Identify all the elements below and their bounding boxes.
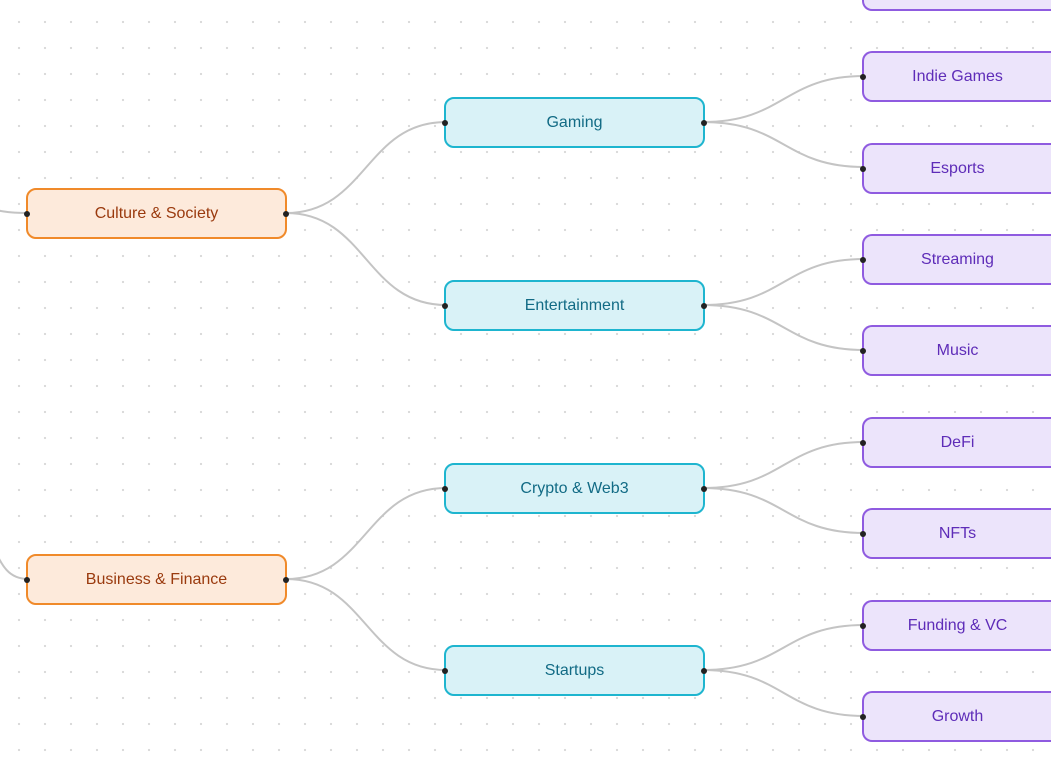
edge-root-culture: [0, 209, 29, 214]
node-handle-right[interactable]: [283, 210, 289, 217]
node-handle-right[interactable]: [701, 302, 707, 309]
mindmap-node-indie-games[interactable]: Indie Games: [860, 51, 1051, 102]
node-handle-left[interactable]: [860, 73, 866, 80]
edge-crypto-nfts: [702, 487, 865, 534]
node-handle-right[interactable]: [701, 667, 707, 674]
node-label: Esports: [930, 159, 985, 177]
mindmap-node-music[interactable]: Music: [860, 325, 1051, 376]
node-handle-left[interactable]: [860, 713, 866, 720]
node-handle-left[interactable]: [860, 347, 866, 354]
mindmap-node-nfts[interactable]: NFTs: [860, 508, 1051, 559]
mindmap-node-gaming[interactable]: Gaming: [442, 97, 707, 148]
node-label: Crypto & Web3: [520, 479, 629, 497]
node-handle-left[interactable]: [442, 302, 448, 309]
edge-startups-growth: [702, 669, 865, 717]
node-handle-left[interactable]: [442, 485, 448, 492]
mindmap-node-defi[interactable]: DeFi: [860, 417, 1051, 468]
edge-root-business: [0, 558, 29, 580]
node-handle-left[interactable]: [860, 165, 866, 172]
edge-gaming-indie-games: [702, 75, 865, 123]
node-handle-right[interactable]: [283, 576, 289, 583]
node-handle-left[interactable]: [24, 576, 30, 583]
node-handle-left[interactable]: [860, 530, 866, 537]
mindmap-node-business-finance[interactable]: Business & Finance: [24, 554, 289, 605]
node-label: DeFi: [940, 433, 975, 451]
node-handle-right[interactable]: [701, 119, 707, 126]
node-handle-right[interactable]: [701, 485, 707, 492]
node-handle-left[interactable]: [860, 439, 866, 446]
edge-entertainment-streaming: [702, 258, 865, 306]
mindmap-node-entertainment[interactable]: Entertainment: [442, 280, 707, 331]
node-label: Indie Games: [912, 67, 1003, 85]
node-handle-left[interactable]: [24, 210, 30, 217]
mindmap-node-startups[interactable]: Startups: [442, 645, 707, 696]
node-label: Business & Finance: [85, 570, 228, 588]
edge-business-startups: [285, 578, 447, 671]
mindmap-node-streaming[interactable]: Streaming: [860, 234, 1051, 285]
node-label: Growth: [931, 707, 984, 725]
node-label: Culture & Society: [94, 204, 219, 222]
node-label: Entertainment: [524, 296, 625, 314]
edge-culture-entertainment: [285, 212, 447, 306]
node-label: Funding & VC: [907, 616, 1008, 634]
mindmap-node-culture-society[interactable]: Culture & Society: [24, 188, 289, 239]
node-label: Gaming: [546, 113, 603, 131]
edge-business-crypto: [285, 487, 447, 580]
node-label: Startups: [544, 661, 605, 679]
mindmap-node-funding-vc[interactable]: Funding & VC: [860, 600, 1051, 651]
node-handle-left[interactable]: [860, 622, 866, 629]
node-label: Streaming: [921, 250, 994, 268]
edge-startups-funding-vc: [702, 624, 865, 671]
node-label: Music: [936, 341, 979, 359]
edge-entertainment-music: [702, 304, 865, 351]
node-handle-left[interactable]: [442, 667, 448, 674]
node-handle-left[interactable]: [442, 119, 448, 126]
edge-crypto-defi: [702, 441, 865, 489]
node-label: NFTs: [938, 524, 977, 542]
mindmap-node-crypto-web3[interactable]: Crypto & Web3: [442, 463, 707, 514]
edge-culture-gaming: [285, 121, 447, 214]
edge-gaming-esports: [702, 121, 865, 168]
mindmap-node-esports[interactable]: Esports: [860, 143, 1051, 194]
mindmap-node-offscreen[interactable]: [862, 0, 1051, 11]
mindmap-node-growth[interactable]: Growth: [860, 691, 1051, 742]
node-handle-left[interactable]: [860, 256, 866, 263]
